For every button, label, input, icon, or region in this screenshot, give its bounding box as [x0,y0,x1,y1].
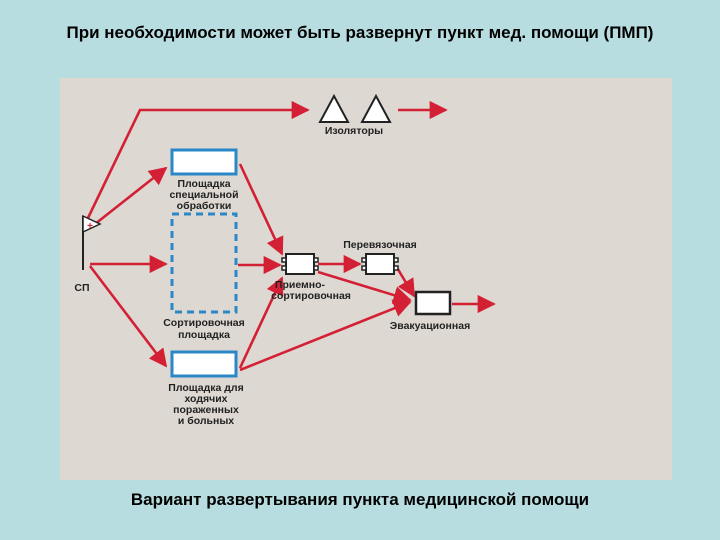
diagram-panel: + СП Изоляторы Площадка специальной обра… [60,78,672,480]
walking-area-box [170,350,238,378]
sp-label: СП [74,282,89,294]
special-treatment-label-2: специальной [169,189,238,201]
dressing-label: Перевязочная [343,239,417,251]
reception-tent-icon [281,253,319,275]
walking-area-label-3: пораженных [173,404,239,416]
evacuation-label: Эвакуационная [390,320,470,332]
arrow-walking-to-evacuation [239,299,412,372]
arrow-sp-to-special-treatment [89,166,168,230]
isolators-label: Изоляторы [325,125,383,137]
special-treatment-label-3: обработки [177,200,232,212]
diagram-caption: Вариант развертывания пункта медицинской… [130,490,590,509]
special-treatment-label-1: Площадка [177,178,230,190]
arrow-walking-to-reception [238,276,284,369]
special-treatment-box [170,148,238,176]
isolator-triangle-1 [318,93,350,123]
arrow-special-to-reception [238,163,284,256]
sorting-area-label-2: площадка [178,329,230,341]
sp-flag-icon: + [82,214,102,270]
dressing-tent-icon [361,253,399,275]
sorting-area-box [170,212,238,314]
isolator-tents [318,93,392,123]
arrow-reception-to-evacuation [317,270,412,304]
reception-label-2: сортировочная [271,290,351,302]
walking-area-label-1: Площадка для [168,382,243,394]
flow-diagram: + СП Изоляторы Площадка специальной обра… [74,93,496,427]
evacuation-box [414,290,452,316]
walking-area-label-2: ходячих [184,393,227,405]
flow-arrows [86,100,496,372]
sorting-area-label-1: Сортировочная [163,317,245,329]
first-aid-cross: + [87,221,93,232]
arrow-sp-to-isolators [86,100,310,219]
arrow-sp-to-walking-area [88,265,168,368]
reception-label-1: Приемно- [275,279,326,291]
isolator-triangle-2 [360,93,392,123]
walking-area-label-4: и больных [178,415,234,427]
page-title: При необходимости может быть развернут п… [66,23,654,42]
